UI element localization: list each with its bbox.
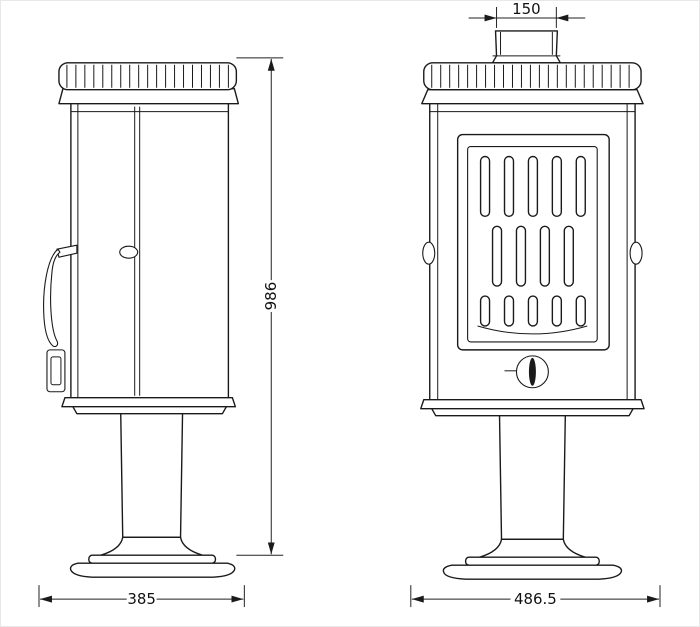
side-door-handle (43, 248, 61, 348)
door-knob-bar (528, 357, 536, 386)
side-base-lip-upper (61, 397, 237, 408)
grill-slat (563, 225, 574, 287)
depth-dim-label: 385 (127, 590, 156, 608)
front-foot-plate-base (442, 564, 623, 580)
flue-dim-label: 150 (512, 1, 541, 18)
grill-slat (575, 155, 586, 218)
front-foot-flare (478, 538, 586, 558)
side-latch-plate-inner (50, 356, 62, 386)
dimension-annotations: 986 150 385 486.5 (38, 1, 661, 608)
front-pedestal-column (498, 414, 567, 540)
side-handle-bracket (56, 244, 78, 258)
side-top-cap (58, 88, 240, 105)
grill-slat (527, 155, 539, 218)
grill-slat (539, 225, 551, 287)
side-hinge-knob (119, 245, 139, 259)
grill-slat (527, 295, 539, 327)
front-base-lip-upper (420, 399, 645, 410)
grill-slat (479, 295, 491, 327)
front-base-lip-lower (431, 407, 634, 417)
front-foot-plate-upper (464, 556, 600, 566)
front-top-cap (421, 89, 644, 105)
grill-slat (503, 295, 515, 327)
side-pedestal-column (120, 412, 184, 538)
side-foot-plate-base (69, 562, 236, 578)
side-knob-left (422, 241, 436, 265)
front-crown-ribs (431, 64, 630, 88)
front-crown-band (423, 62, 642, 91)
grill-slat (551, 155, 563, 218)
side-base-lip-lower (72, 406, 228, 415)
grill-slat (479, 155, 491, 218)
width-dim-label: 486.5 (514, 590, 557, 608)
side-view (43, 62, 240, 578)
side-crown-ribs (66, 64, 229, 88)
door-grill (479, 155, 586, 327)
front-view (420, 30, 645, 580)
grill-slat (491, 225, 503, 287)
side-body (70, 102, 230, 399)
side-knob-right (629, 241, 643, 265)
side-foot-plate-upper (88, 554, 217, 564)
door-frame-inner (467, 145, 598, 343)
flue-collar (491, 30, 562, 64)
door-bottom-curve (477, 325, 588, 335)
grill-slat (515, 225, 527, 287)
grill-slat (575, 295, 586, 327)
side-foot-flare (100, 536, 204, 556)
grill-slat (551, 295, 563, 327)
side-latch-plate (46, 349, 66, 393)
grill-slat (503, 155, 515, 218)
height-dim-label: 986 (262, 282, 280, 311)
